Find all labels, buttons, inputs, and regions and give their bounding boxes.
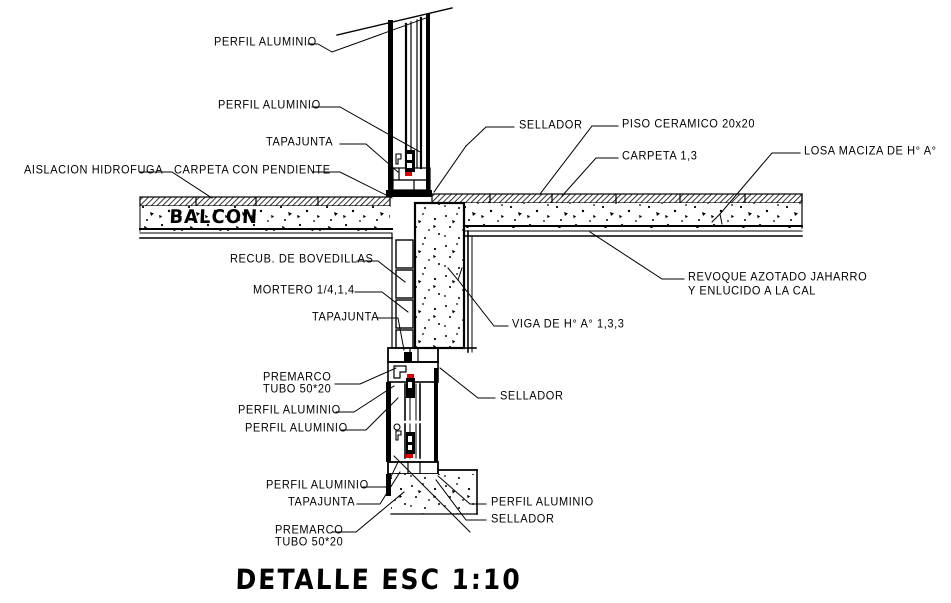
balcony-slab xyxy=(139,196,393,239)
label-perfil-aluminio-3: PERFIL ALUMINIO xyxy=(238,404,341,417)
label-tapajunta-2: TAPAJUNTA xyxy=(312,311,380,324)
label-premarco-1-line1: PREMARCO xyxy=(263,371,332,384)
label-sellador-1: SELLADOR xyxy=(519,119,583,132)
label-losa-maciza: LOSA MACIZA DE H° A° xyxy=(804,145,937,158)
label-sellador-2: SELLADOR xyxy=(500,390,564,403)
concrete-beam xyxy=(413,201,477,353)
label-perfil-aluminio-1: PERFIL ALUMINIO xyxy=(214,36,317,49)
label-perfil-aluminio-4: PERFIL ALUMINIO xyxy=(245,422,348,435)
label-carpeta-13: CARPETA 1,3 xyxy=(622,150,698,163)
label-perfil-aluminio-5: PERFIL ALUMINIO xyxy=(266,479,369,492)
interior-slab xyxy=(423,193,803,237)
label-carpeta-con-pendiente: CARPETA CON PENDIENTE xyxy=(174,164,331,177)
label-aislacion-hidrofuga: AISLACION HIDROFUGA xyxy=(24,164,164,177)
label-tapajunta-3: TAPAJUNTA xyxy=(288,496,356,509)
slab-annotation-balcon: BALCON xyxy=(168,206,259,229)
label-perfil-aluminio-6: PERFIL ALUMINIO xyxy=(491,496,594,509)
label-tapajunta-1: TAPAJUNTA xyxy=(266,136,334,149)
leader-lines xyxy=(139,17,801,533)
drawing-title: DETALLE ESC 1:10 xyxy=(234,563,523,596)
label-premarco-2-line1: PREMARCO xyxy=(275,524,344,537)
label-premarco-1-line2: TUBO 50*20 xyxy=(263,383,332,396)
lower-masonry xyxy=(390,469,478,515)
break-line-top xyxy=(336,7,453,36)
upper-window-assembly xyxy=(386,14,432,197)
bovedilla-blocks xyxy=(391,233,414,349)
label-revoque-line1: REVOQUE AZOTADO JAHARRO xyxy=(688,271,868,284)
label-revoque-line2: Y ENLUCIDO A LA CAL xyxy=(688,285,816,298)
label-piso-ceramico: PISO CERAMICO 20x20 xyxy=(622,118,756,131)
label-premarco-2-line2: TUBO 50*20 xyxy=(275,536,344,549)
label-mortero: MORTERO 1/4,1,4 xyxy=(253,284,355,297)
label-viga: VIGA DE H° A° 1,3,3 xyxy=(512,318,625,331)
label-recub-bovedillas: RECUB. DE BOVEDILLAS xyxy=(230,253,374,266)
label-sellador-3: SELLADOR xyxy=(491,513,555,526)
label-perfil-aluminio-2: PERFIL ALUMINIO xyxy=(218,99,321,112)
lower-window-assembly xyxy=(386,347,439,496)
